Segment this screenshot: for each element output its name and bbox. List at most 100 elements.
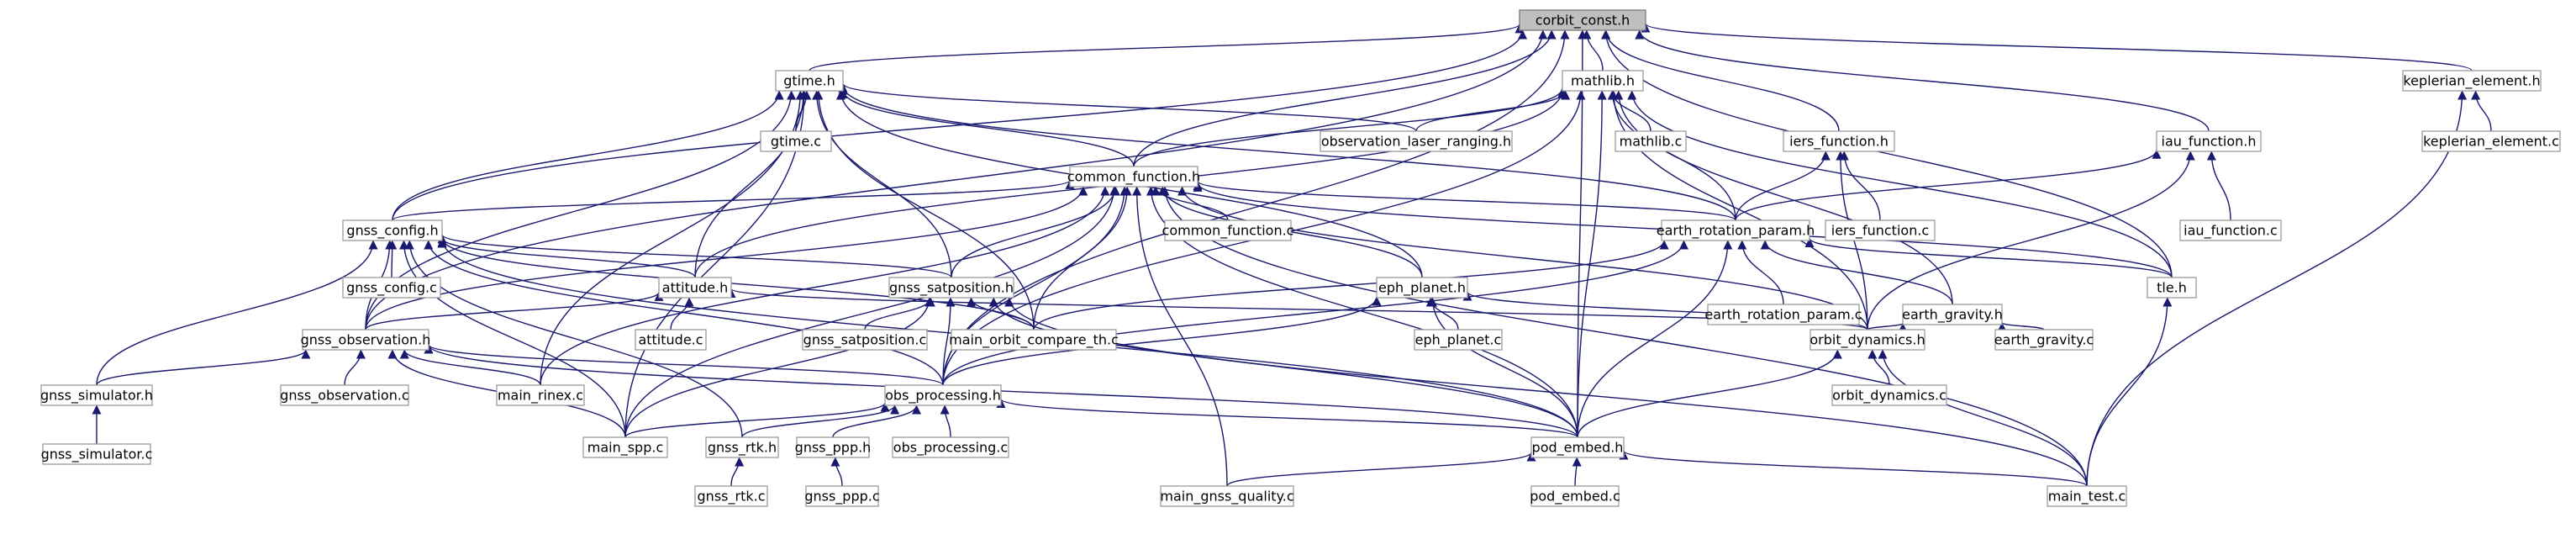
node-box	[1562, 70, 1644, 92]
node-iers-function-h[interactable]: iers_function.h	[1783, 130, 1895, 152]
node-gnss-rtk-c[interactable]: gnss_rtk.c	[694, 485, 768, 507]
node-box	[888, 277, 1014, 299]
node-iau-function-h[interactable]: iau_function.h	[2156, 130, 2262, 152]
node-box	[1160, 485, 1294, 507]
node-gnss-observation-h[interactable]: gnss_observation.h	[301, 329, 431, 351]
node-pod-embed-h[interactable]: pod_embed.h	[1530, 436, 1625, 458]
node-gtime-c[interactable]: gtime.c	[760, 130, 832, 152]
edge-obs_processing_h-to-corbit_const_h	[942, 29, 1570, 386]
edge-obs_processing_h-to-gnss_config_h	[424, 240, 944, 386]
node-box	[705, 436, 779, 458]
edge-iers_function_c-to-iers_function_h	[1839, 151, 1881, 221]
edge-main_gnss_quality_c-to-pod_embed_h	[1226, 452, 1536, 487]
node-keplerian-element-c[interactable]: keplerian_element.c	[2421, 130, 2561, 152]
edge-common_function_h-to-gtime_h	[838, 89, 1135, 167]
node-box	[342, 277, 441, 299]
node-gnss-simulator-c[interactable]: gnss_simulator.c	[41, 443, 153, 465]
node-tle-h[interactable]: tle.h	[2147, 277, 2197, 299]
node-gtime-h[interactable]: gtime.h	[775, 70, 844, 92]
edge-gnss_rtk_h-to-obs_processing_h	[741, 404, 900, 438]
node-gnss-rtk-h[interactable]: gnss_rtk.h	[705, 436, 779, 458]
node-label: earth_gravity.h	[1902, 307, 2003, 324]
node-box	[1825, 219, 1936, 241]
edge-obs_processing_h-to-gnss_satposition_h	[942, 297, 956, 386]
edge-orbit_dynamics_c-to-orbit_dynamics_h	[1867, 349, 1890, 386]
node-box	[582, 436, 668, 458]
node-earth-rotation-param-c[interactable]: earth_rotation_param.c	[1704, 304, 1862, 325]
edge-iau_function_h-to-corbit_const_h	[1635, 29, 2210, 132]
node-attitude-h[interactable]: attitude.h	[658, 277, 732, 299]
edge-main_orbit_compare_th_c-to-gnss_config_h	[437, 237, 1035, 330]
node-gnss-satposition-h[interactable]: gnss_satposition.h	[888, 277, 1014, 299]
edge-attitude_c-to-attitude_h	[670, 297, 694, 330]
node-pod-embed-c[interactable]: pod_embed.c	[1530, 485, 1620, 507]
node-gnss-ppp-c[interactable]: gnss_ppp.c	[804, 485, 880, 507]
edge-gnss_observation_h-to-attitude_h	[365, 291, 664, 330]
node-mathlib-h[interactable]: mathlib.h	[1562, 70, 1644, 92]
node-observation-laser-ranging-h[interactable]: observation_laser_ranging.h	[1320, 130, 1513, 152]
node-gnss-observation-c[interactable]: gnss_observation.c	[280, 384, 409, 406]
node-earth-rotation-param-h[interactable]: earth_rotation_param.h	[1657, 219, 1815, 241]
edge-main_orbit_compare_th_c-to-earth_rotation_param_h	[1033, 240, 1669, 330]
node-box	[951, 329, 1117, 351]
node-main-test-c[interactable]: main_test.c	[2047, 485, 2127, 507]
node-box	[635, 329, 707, 351]
node-box	[1376, 277, 1468, 299]
node-iau-function-c[interactable]: iau_function.c	[2179, 219, 2282, 241]
node-gnss-ppp-h[interactable]: gnss_ppp.h	[795, 436, 872, 458]
node-main-orbit-compare-th-c[interactable]: main_orbit_compare_th.c	[949, 329, 1119, 351]
node-box	[775, 70, 844, 92]
node-label: attitude.h	[662, 280, 728, 296]
node-keplerian-element-h[interactable]: keplerian_element.h	[2402, 70, 2542, 92]
edge-main_test_c-to-tle_h	[2086, 297, 2173, 487]
node-label: gnss_satposition.h	[889, 280, 1014, 297]
node-obs-processing-h[interactable]: obs_processing.h	[884, 384, 1002, 406]
node-label: iau_function.c	[2184, 223, 2278, 240]
node-eph-planet-c[interactable]: eph_planet.c	[1414, 329, 1503, 351]
node-iers-function-c[interactable]: iers_function.c	[1825, 219, 1936, 241]
node-common-function-c[interactable]: common_function.c	[1162, 219, 1294, 241]
node-label: gnss_ppp.h	[795, 440, 872, 457]
edge-keplerian_element_h-to-corbit_const_h	[1641, 23, 2473, 71]
node-eph-planet-h[interactable]: eph_planet.h	[1376, 277, 1468, 299]
node-gnss-config-c[interactable]: gnss_config.c	[342, 277, 441, 299]
node-gnss-satposition-c[interactable]: gnss_satposition.c	[802, 329, 928, 351]
node-label: common_function.h	[1067, 169, 1200, 186]
edge-iau_function_c-to-iau_function_h	[2206, 151, 2231, 221]
edge-gnss_config_h-to-common_function_h	[392, 179, 1075, 221]
node-main-rinex-c[interactable]: main_rinex.c	[496, 384, 585, 406]
node-main-gnss-quality-c[interactable]: main_gnss_quality.c	[1160, 485, 1294, 507]
node-corbit-const-h[interactable]: corbit_const.h	[1519, 9, 1646, 31]
edge-obs_processing_h-to-eph_planet_h	[942, 296, 1382, 386]
node-label: gtime.h	[783, 73, 835, 89]
node-box	[40, 384, 153, 406]
edge-gnss_config_h-to-corbit_const_h	[392, 29, 1527, 221]
node-label: pod_embed.h	[1532, 440, 1624, 457]
edges	[92, 23, 2492, 487]
node-label: earth_gravity.c	[1994, 332, 2094, 349]
node-common-function-h[interactable]: common_function.h	[1067, 166, 1200, 188]
node-obs-processing-c[interactable]: obs_processing.c	[892, 436, 1009, 458]
node-orbit-dynamics-h[interactable]: orbit_dynamics.h	[1810, 329, 1925, 351]
node-earth-gravity-c[interactable]: earth_gravity.c	[1994, 329, 2094, 351]
edge-tle_h-to-mathlib_h	[1627, 90, 2173, 278]
node-orbit-dynamics-c[interactable]: orbit_dynamics.c	[1831, 384, 1947, 406]
node-label: attitude.c	[638, 332, 703, 348]
node-main-spp-c[interactable]: main_spp.c	[582, 436, 668, 458]
edge-keplerian_element_c-to-keplerian_element_h	[2471, 90, 2492, 132]
edge-gnss_rtk_c-to-gnss_rtk_h	[730, 457, 745, 487]
node-gnss-simulator-h[interactable]: gnss_simulator.h	[40, 384, 153, 406]
node-earth-gravity-h[interactable]: earth_gravity.h	[1902, 304, 2003, 325]
edge-eph_planet_h-to-common_function_h	[1157, 186, 1423, 278]
node-box	[805, 485, 879, 507]
node-label: gnss_observation.c	[280, 388, 408, 404]
node-box	[1810, 329, 1925, 351]
node-attitude-c[interactable]: attitude.c	[635, 329, 707, 351]
edge-gnss_simulator_h-to-gnss_observation_h	[96, 349, 311, 386]
node-gnss-config-h[interactable]: gnss_config.h	[342, 219, 443, 241]
node-label: main_test.c	[2048, 489, 2126, 505]
edge-mathlib_h-to-corbit_const_h	[1582, 29, 1604, 71]
edge-common_function_c-to-common_function_h	[1151, 186, 1229, 221]
node-mathlib-c[interactable]: mathlib.c	[1615, 130, 1687, 152]
node-label: eph_planet.h	[1378, 280, 1466, 297]
